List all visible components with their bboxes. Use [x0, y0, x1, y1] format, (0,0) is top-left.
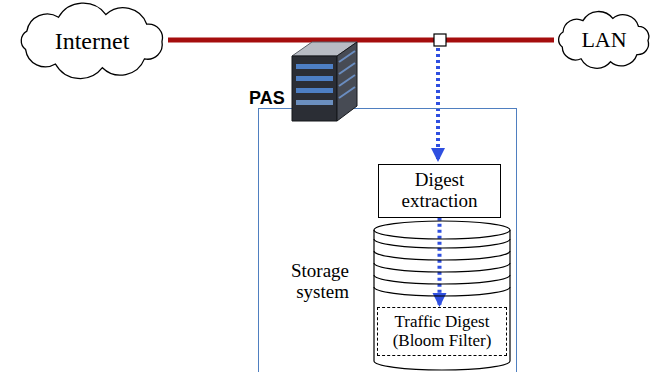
- storage-cylinder: Storage systemTraffic Digest (Bloom Filt…: [373, 221, 511, 372]
- cylinder-line: [374, 251, 510, 260]
- cylinder-line: [374, 275, 510, 284]
- cloud-node: Internet: [10, 4, 174, 78]
- cylinder-line: [374, 230, 510, 370]
- cylinder-line: [374, 239, 510, 248]
- cloud-outline: [21, 3, 162, 78]
- cylinder-line: [374, 263, 510, 272]
- tap-point: [434, 34, 446, 46]
- process-box: Digest extraction: [378, 164, 501, 218]
- data-arrow: [438, 218, 442, 307]
- cloud-outline: [559, 12, 649, 69]
- cylinder-line: [374, 287, 510, 296]
- cylinder-line: [374, 221, 510, 239]
- server-illustration: [292, 34, 446, 121]
- tap-arrow: [436, 48, 440, 162]
- node-label: Traffic Digest (Bloom Filter): [382, 313, 502, 350]
- network-link: [168, 38, 554, 43]
- node-label: LAN: [581, 28, 626, 52]
- cloud-node: LAN: [548, 8, 660, 72]
- node-label: PAS: [248, 89, 286, 107]
- node-label: Digest extraction: [385, 170, 494, 212]
- node-label: Internet: [55, 28, 130, 54]
- pas-region: PASDigest extractionStorage systemTraffi…: [258, 108, 517, 372]
- node-label: Storage system: [277, 261, 349, 303]
- digest-box: Traffic Digest (Bloom Filter): [377, 307, 507, 356]
